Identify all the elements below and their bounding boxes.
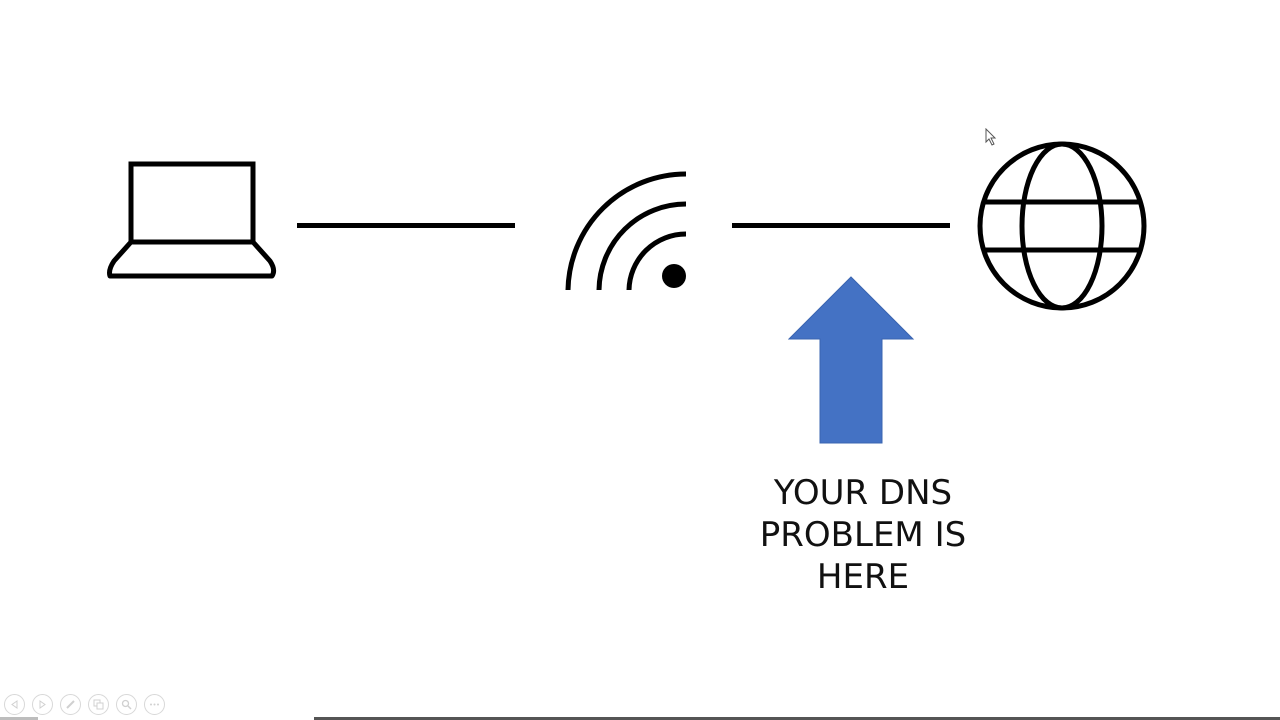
mouse-cursor-icon [985,128,997,146]
laptop-icon [107,161,277,279]
link-laptop-to-wifi [297,223,515,228]
wifi-icon [565,171,687,291]
link-wifi-to-internet [732,223,950,228]
caption-line-3: HERE [816,557,910,597]
globe-icon [977,141,1147,311]
next-icon [39,700,46,709]
slides-icon [93,699,104,710]
zoom-button[interactable] [116,694,137,715]
slideshow-controls [4,694,165,715]
see-all-slides-button[interactable] [88,694,109,715]
pen-icon [66,700,75,709]
caption-line-1: YOUR DNS [773,473,953,513]
pen-button[interactable] [60,694,81,715]
progress-bar-track [0,717,38,720]
previous-icon [11,700,18,709]
caption-line-2: PROBLEM IS [759,515,967,555]
more-icon [150,703,159,706]
next-slide-button[interactable] [32,694,53,715]
previous-slide-button[interactable] [4,694,25,715]
bottom-edge-bar [314,717,1280,720]
more-options-button[interactable] [144,694,165,715]
up-arrow-shape [788,276,915,444]
zoom-icon [121,699,132,710]
dns-problem-caption: YOUR DNS PROBLEM IS HERE [740,472,986,598]
